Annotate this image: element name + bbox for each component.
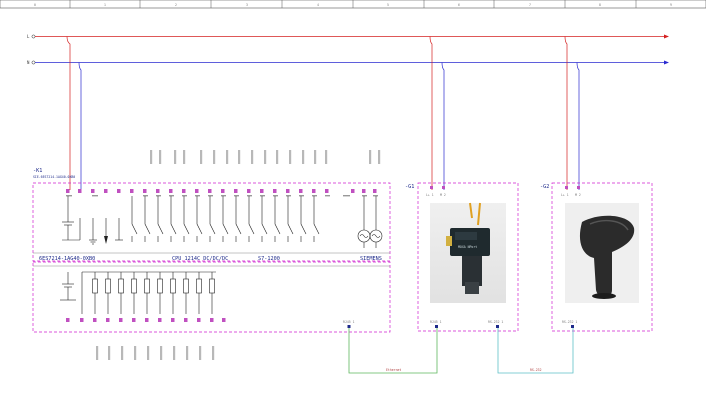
plc-bottom-terminals: [66, 318, 226, 322]
ruler-label: 8: [599, 3, 601, 7]
ruler-label: 7: [529, 3, 531, 7]
gateway-frame: [417, 182, 519, 332]
gateway-pin-2: M 2: [440, 193, 446, 197]
serial-cable: [497, 328, 574, 374]
plc-frame-lower: [32, 261, 391, 333]
ruler-label: 0: [34, 3, 36, 7]
scanner-n-drop: [576, 62, 580, 190]
plc-model: CPU 1214C DC/DC/DC: [172, 256, 228, 262]
plc-block: -K1 SIE.6ES7214-1AG40-0XB0: [32, 168, 391, 333]
rail-l-arrow: [664, 34, 669, 39]
gateway-port-left: RJ45 1: [430, 320, 442, 324]
gateway-photo: MOXA NPort: [430, 202, 506, 303]
ruler-label: 4: [317, 3, 319, 7]
gateway-n-drop: [441, 62, 445, 190]
ruler-label: 3: [246, 3, 248, 7]
plc-frame-upper: [32, 182, 391, 262]
scanner-block: -G2 L+ 1 M 2 RS-232 1: [540, 182, 653, 332]
scanner-l-drop: [564, 36, 568, 190]
gateway-serial-port: RS-232 1: [488, 320, 503, 324]
scanner-pin-1: L+ 1: [561, 193, 569, 197]
cables: Ethernet RS-232: [348, 328, 574, 374]
ethernet-cable-label: Ethernet: [386, 368, 401, 372]
ruler-label: 6: [458, 3, 460, 7]
plc-output-supply: [60, 272, 83, 314]
ruler-label: 9: [670, 3, 672, 7]
plc-output-resistors: [82, 271, 216, 314]
scanner-photo: [565, 203, 639, 303]
plc-brand: SIEMENS: [360, 256, 382, 262]
scanner-ref: -G2: [540, 184, 549, 190]
ruler-label: 2: [175, 3, 177, 7]
plc-order-no: 6ES7214-1AG40-0XB0: [39, 256, 95, 262]
plc-port-label: RJ45 1: [343, 320, 355, 324]
column-ruler: 0 1 2 3 4 5 6 7 8 9: [0, 0, 706, 9]
gateway-block: -G1 L+ 1 M 2 MOXA NPort RJ45 1 RS-232 1: [405, 182, 519, 332]
gateway-l-drop: [429, 36, 433, 190]
plc-supply-symbol: [62, 196, 97, 245]
plc-port-terminal: [347, 325, 351, 328]
plc-sub: SIE.6ES7214-1AG40-0XB0: [33, 175, 75, 179]
plc-top-terminals: [66, 189, 377, 193]
plc-series: S7-1200: [258, 256, 280, 262]
rail-l-terminal: [31, 34, 36, 39]
rail-n-terminal: [31, 60, 36, 65]
rail-l-label: L: [27, 34, 30, 39]
scanner-pin-2: M 2: [575, 193, 581, 197]
gateway-ref: -G1: [405, 184, 414, 190]
plc-l-drop: [66, 36, 71, 190]
scanner-serial-port: RS-232 1: [562, 320, 577, 324]
plc-n-drop: [78, 62, 82, 190]
arrow-down-icon: [104, 236, 108, 244]
ethernet-cable: [348, 328, 438, 374]
io-tag-labels: [96, 150, 381, 360]
ruler-label: 1: [104, 3, 106, 7]
plc-ref: -K1: [33, 168, 42, 174]
gateway-pin-1: L+ 1: [426, 193, 434, 197]
serial-cable-label: RS-232: [530, 368, 542, 372]
rail-n-arrow: [664, 60, 669, 65]
rail-n-label: N: [27, 60, 30, 65]
plc-input-contacts: [131, 196, 320, 242]
plc-top-terminal-text: [66, 195, 378, 197]
scanner-frame: [551, 182, 653, 332]
plc-analog-inputs: [357, 196, 383, 248]
power-rails: L N: [27, 34, 669, 190]
gateway-photo-brand: MOXA NPort: [458, 245, 477, 249]
ruler-label: 5: [387, 3, 389, 7]
